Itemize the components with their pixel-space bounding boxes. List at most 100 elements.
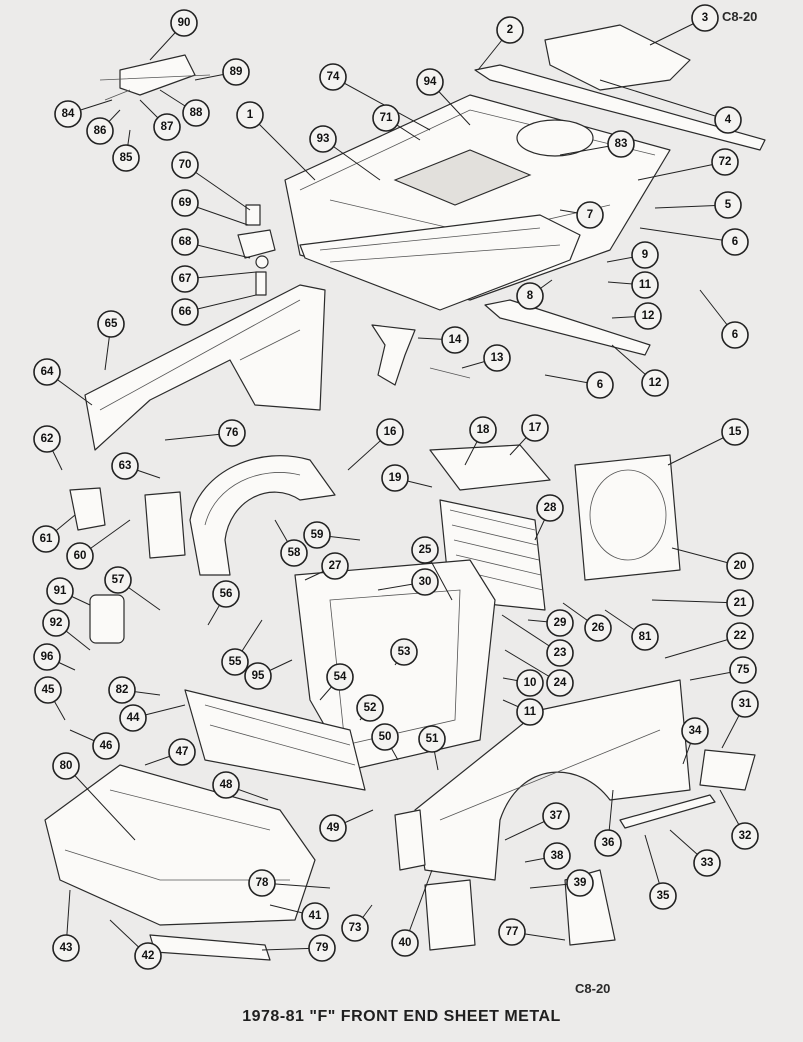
callout-78: 78	[248, 869, 276, 897]
fan-shroud	[574, 454, 681, 581]
callout-11: 11	[631, 271, 659, 299]
callout-9: 9	[631, 241, 659, 269]
callout-circle	[170, 9, 198, 37]
wheelhouse-panel	[189, 455, 336, 576]
radiator-support-upper	[429, 444, 551, 491]
callout-number: 2	[507, 24, 513, 36]
callout-circle	[411, 568, 439, 596]
callout-number: 71	[380, 112, 393, 124]
callout-number: 81	[639, 631, 652, 643]
callout-58: 58	[280, 539, 308, 567]
page-code-top: C8-20	[722, 9, 758, 24]
callout-circle	[726, 622, 754, 650]
callout-number: 6	[597, 379, 603, 391]
callout-number: 11	[639, 279, 652, 291]
callout-89: 89	[222, 58, 250, 86]
callout-number: 6	[732, 236, 738, 248]
callout-circle	[372, 104, 400, 132]
callout-number: 65	[105, 318, 118, 330]
callout-number: 7	[587, 209, 593, 221]
callout-number: 90	[178, 17, 191, 29]
callout-circle	[711, 148, 739, 176]
callout-37: 37	[542, 802, 570, 830]
callout-66: 66	[171, 298, 199, 326]
callout-circle	[536, 494, 564, 522]
callout-circle	[119, 704, 147, 732]
callout-21: 21	[726, 589, 754, 617]
callout-51: 51	[418, 725, 446, 753]
callout-8: 8	[516, 282, 544, 310]
callout-number: 22	[734, 630, 747, 642]
callout-number: 87	[161, 121, 174, 133]
callout-28: 28	[536, 494, 564, 522]
callout-23: 23	[546, 639, 574, 667]
callout-number: 26	[592, 622, 605, 634]
callout-circle	[649, 882, 677, 910]
callout-circle	[498, 918, 526, 946]
callout-22: 22	[726, 622, 754, 650]
cowl-plenum	[544, 24, 691, 91]
callout-63: 63	[111, 452, 139, 480]
callout-circle	[714, 191, 742, 219]
callout-number: 58	[288, 547, 301, 559]
callout-56: 56	[212, 580, 240, 608]
callout-circle	[326, 663, 354, 691]
callout-number: 6	[732, 329, 738, 341]
callout-number: 45	[42, 684, 55, 696]
callout-number: 24	[554, 677, 567, 689]
air-deflector	[149, 934, 271, 961]
callout-circle	[171, 228, 199, 256]
callout-number: 37	[550, 810, 563, 822]
callout-number: 14	[449, 334, 462, 346]
callout-circle	[42, 609, 70, 637]
callout-circle	[222, 58, 250, 86]
callout-number: 84	[62, 108, 75, 120]
callout-2: 2	[496, 16, 524, 44]
callout-circle	[731, 690, 759, 718]
callout-92: 92	[42, 609, 70, 637]
callout-number: 5	[725, 199, 732, 211]
callout-25: 25	[411, 536, 439, 564]
callout-number: 88	[190, 107, 203, 119]
callout-circle	[32, 525, 60, 553]
callout-number: 46	[100, 740, 113, 752]
callout-88: 88	[182, 99, 210, 127]
callout-circle	[66, 542, 94, 570]
callout-48: 48	[212, 771, 240, 799]
callout-number: 79	[316, 942, 329, 954]
callout-circle	[693, 849, 721, 877]
callout-number: 42	[142, 950, 155, 962]
callout-circle	[221, 648, 249, 676]
callout-circle	[418, 725, 446, 753]
callout-41: 41	[301, 902, 329, 930]
callout-number: 68	[179, 236, 192, 248]
callout-74: 74	[319, 63, 347, 91]
latch-bolt	[255, 255, 269, 269]
callout-circle	[607, 130, 635, 158]
callout-17: 17	[521, 414, 549, 442]
callout-number: 25	[419, 544, 432, 556]
callout-circle	[416, 68, 444, 96]
callout-number: 92	[50, 617, 63, 629]
callout-circle	[411, 536, 439, 564]
callout-number: 30	[419, 576, 432, 588]
callout-number: 12	[649, 377, 662, 389]
callout-76: 76	[218, 419, 246, 447]
callout-circle	[641, 369, 669, 397]
callout-circle	[308, 934, 336, 962]
callout-circle	[319, 814, 347, 842]
callout-circle	[111, 452, 139, 480]
callout-circle	[171, 265, 199, 293]
callout-circle	[516, 669, 544, 697]
callout-circle	[153, 113, 181, 141]
hood-scoop	[393, 149, 532, 206]
callout-number: 93	[317, 133, 330, 145]
callout-number: 75	[737, 664, 750, 676]
leader-line	[637, 161, 726, 181]
callout-number: 64	[41, 366, 54, 378]
callout-circle	[566, 869, 594, 897]
callout-circle	[134, 942, 162, 970]
coolant-recovery-tank	[69, 487, 106, 531]
callout-circle	[721, 228, 749, 256]
callout-5: 5	[714, 191, 742, 219]
